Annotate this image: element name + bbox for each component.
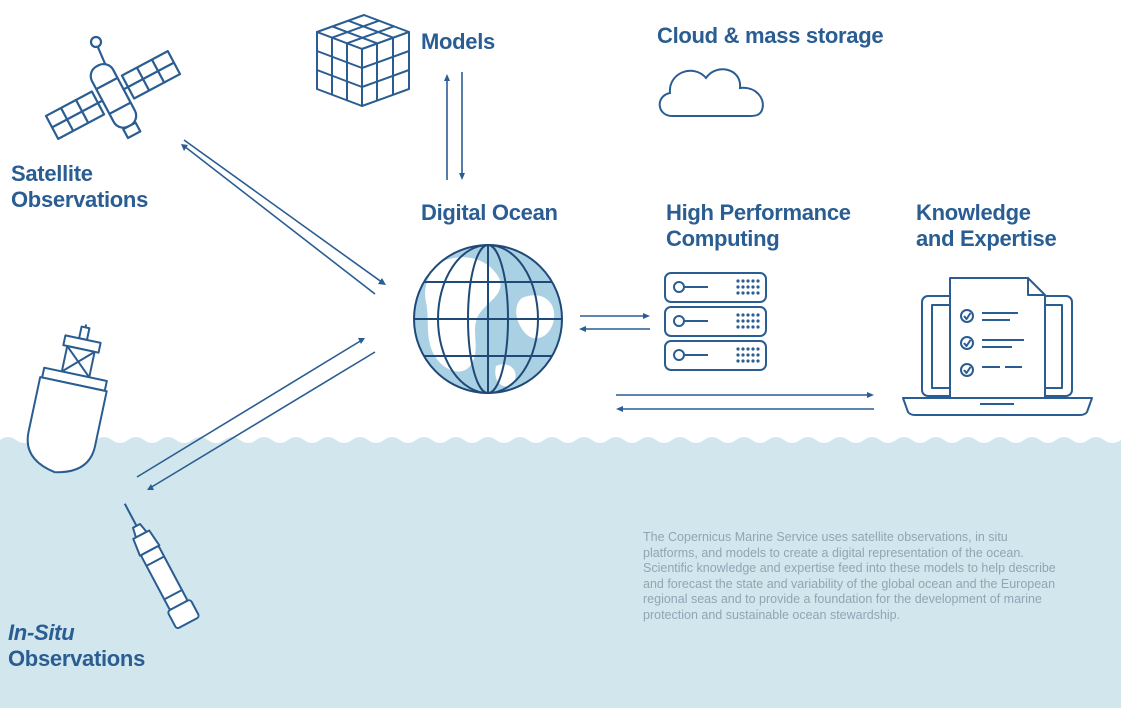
satellite-label-line2: Observations bbox=[11, 187, 149, 212]
insitu-label-line1: In-Situ bbox=[8, 620, 75, 645]
laptop-checklist-icon bbox=[902, 277, 1093, 416]
models-label: Models bbox=[421, 29, 495, 55]
model-cube-icon bbox=[316, 14, 410, 107]
cloud-storage-label: Cloud & mass storage bbox=[657, 23, 884, 49]
knowledge-label-line1: Knowledge bbox=[916, 200, 1031, 225]
insitu-label-line2: Observations bbox=[8, 646, 146, 671]
buoy-icon bbox=[26, 324, 108, 474]
arrows bbox=[136, 72, 874, 490]
knowledge-expertise-label: Knowledge and Expertise bbox=[916, 200, 1057, 252]
satellite-label-line1: Satellite bbox=[11, 161, 93, 186]
globe-icon bbox=[413, 244, 563, 394]
hpc-label-line2: Computing bbox=[666, 226, 780, 251]
models-label-text: Models bbox=[421, 29, 495, 54]
digital-ocean-label-text: Digital Ocean bbox=[421, 200, 558, 225]
argo-float-icon bbox=[123, 503, 200, 630]
sea-background bbox=[0, 437, 1121, 708]
satellite-icon bbox=[44, 35, 182, 140]
in-situ-observations-label: In-Situ Observations bbox=[8, 620, 145, 672]
satellite-observations-label: Satellite Observations bbox=[11, 161, 148, 213]
cloud-storage-label-text: Cloud & mass storage bbox=[657, 23, 884, 48]
server-rack-icon bbox=[664, 272, 767, 371]
hpc-label: High Performance Computing bbox=[666, 200, 851, 252]
hpc-label-line1: High Performance bbox=[666, 200, 851, 225]
description-text: The Copernicus Marine Service uses satel… bbox=[643, 530, 1056, 622]
digital-ocean-label: Digital Ocean bbox=[421, 200, 558, 226]
cloud-icon bbox=[658, 68, 764, 117]
knowledge-label-line2: and Expertise bbox=[916, 226, 1057, 251]
